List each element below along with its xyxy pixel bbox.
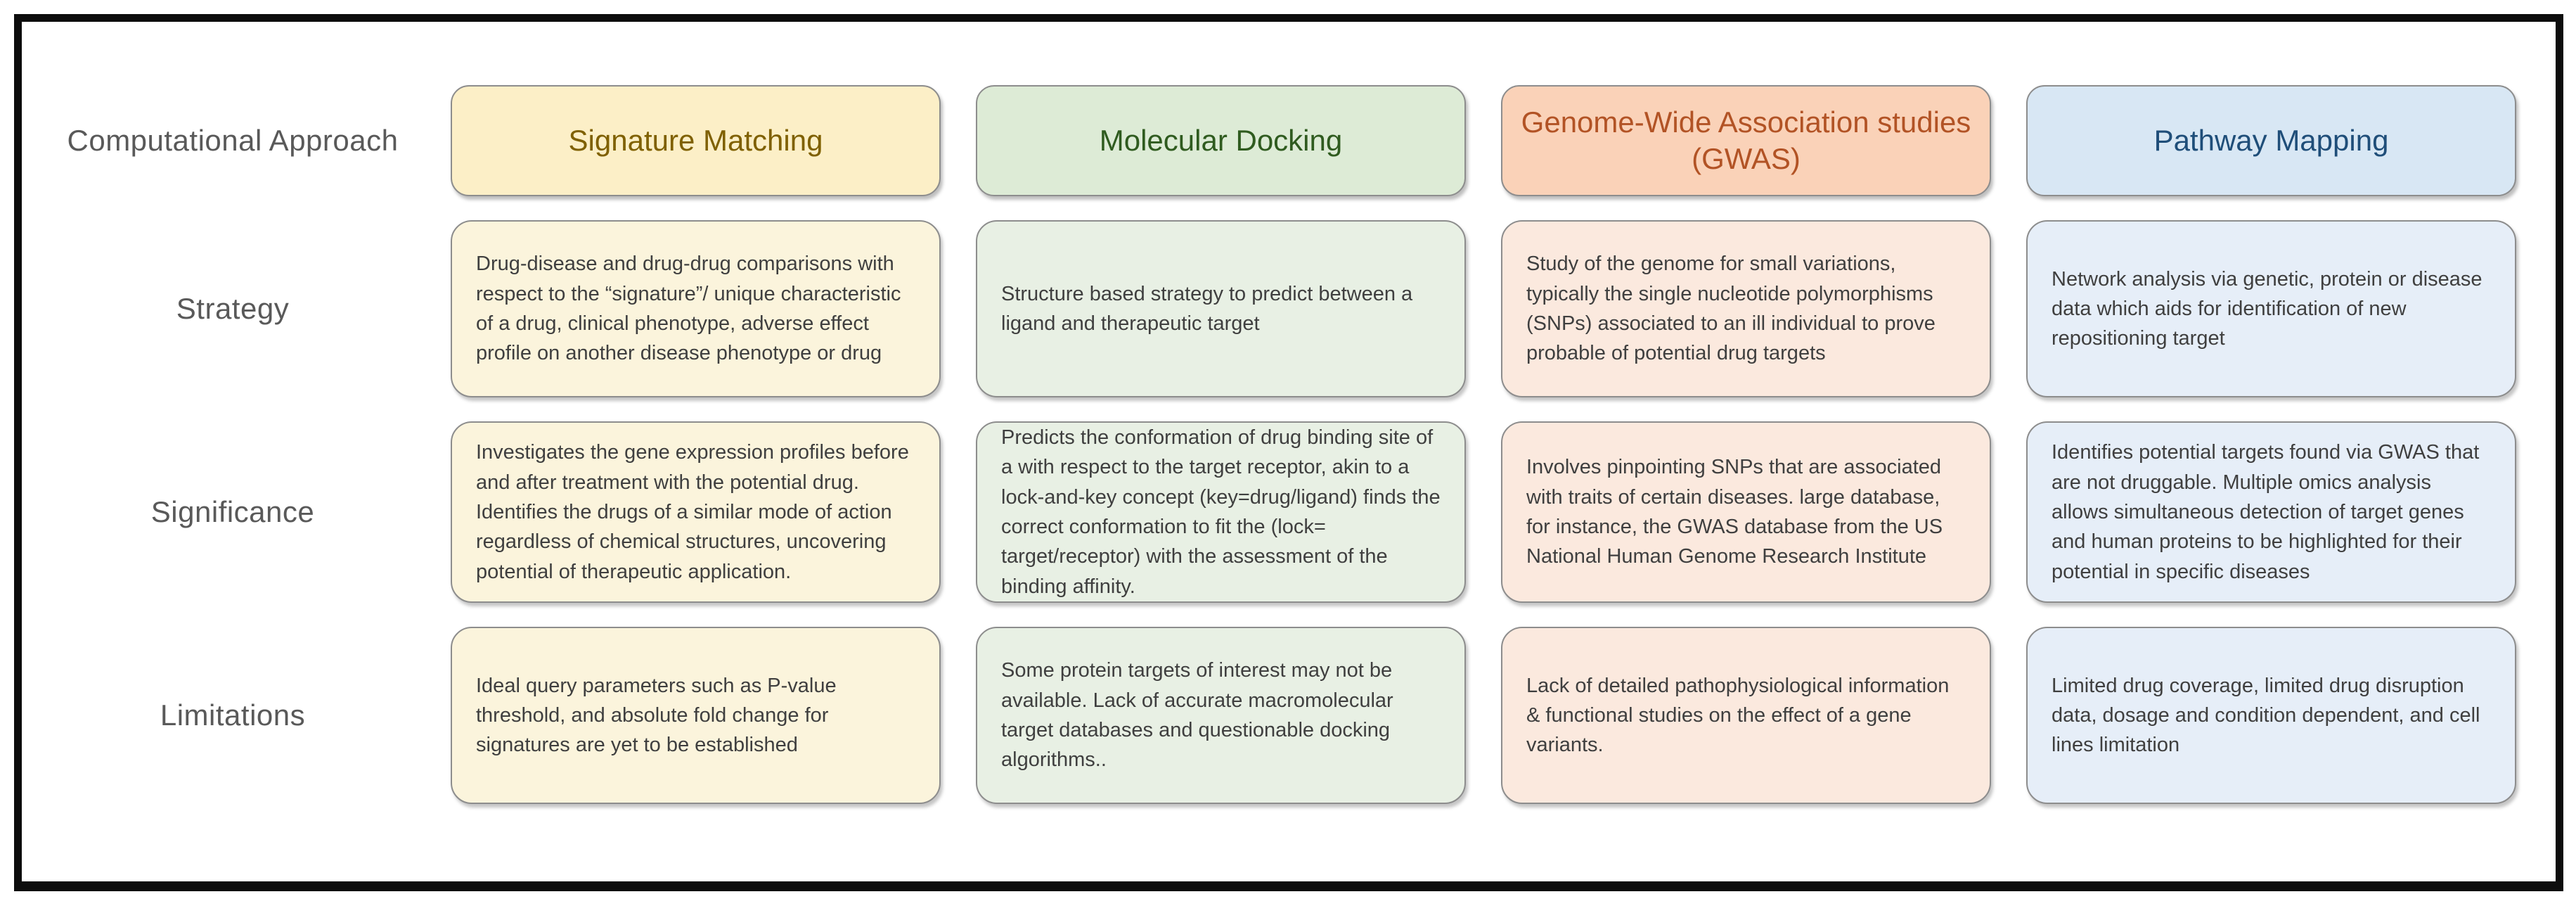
comparison-table: Computational Approach Signature Matchin… (22, 22, 2556, 818)
figure-frame: Computational Approach Signature Matchin… (14, 14, 2563, 891)
cell-strategy-gwas: Study of the genome for small variations… (1501, 220, 1991, 397)
row-label-limitations: Limitations (160, 698, 306, 732)
cell-strategy-molecular-docking: Structure based strategy to predict betw… (976, 220, 1466, 397)
row-label-strategy: Strategy (176, 292, 290, 325)
cell-limitations-gwas: Lack of detailed pathophysiological info… (1501, 627, 1991, 804)
row-label-significance: Significance (150, 495, 315, 528)
cell-significance-pathway-mapping: Identifies potential targets found via G… (2026, 421, 2516, 603)
cell-strategy-signature-matching: Drug-disease and drug-drug comparisons w… (451, 220, 941, 397)
column-header-molecular-docking: Molecular Docking (976, 85, 1466, 196)
column-header-pathway-mapping: Pathway Mapping (2026, 85, 2516, 196)
cell-significance-signature-matching: Investigates the gene expression profile… (451, 421, 941, 603)
cell-limitations-signature-matching: Ideal query parameters such as P-value t… (451, 627, 941, 804)
column-header-signature-matching: Signature Matching (451, 85, 941, 196)
column-header-gwas: Genome-Wide Association studies (GWAS) (1501, 85, 1991, 196)
cell-significance-molecular-docking: Predicts the conformation of drug bindin… (976, 421, 1466, 603)
cell-limitations-molecular-docking: Some protein targets of interest may not… (976, 627, 1466, 804)
corner-label: Computational Approach (67, 124, 399, 157)
cell-significance-gwas: Involves pinpointing SNPs that are assoc… (1501, 421, 1991, 603)
cell-strategy-pathway-mapping: Network analysis via genetic, protein or… (2026, 220, 2516, 397)
cell-limitations-pathway-mapping: Limited drug coverage, limited drug disr… (2026, 627, 2516, 804)
